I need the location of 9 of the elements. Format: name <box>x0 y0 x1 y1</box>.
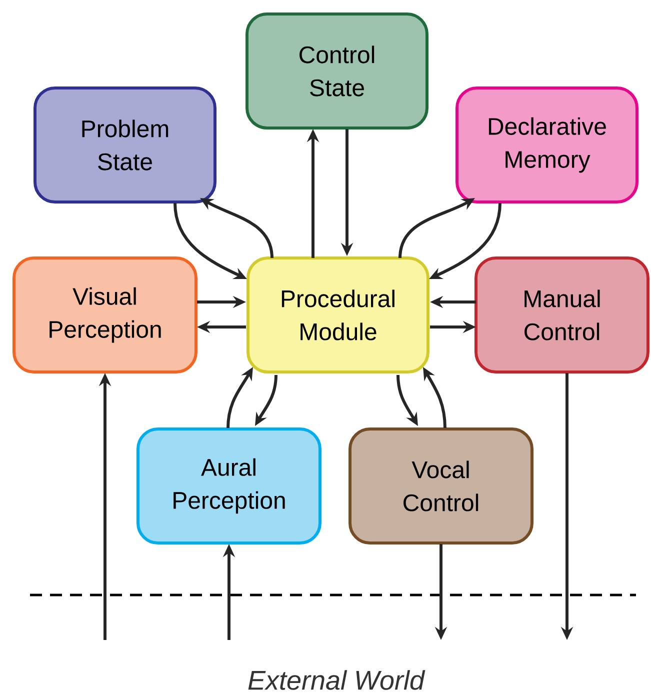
process-box: Declarative Memory <box>456 86 638 204</box>
process-box: Vocal Control <box>348 428 534 544</box>
process-box: Manual Control <box>474 256 650 374</box>
process-box: Problem State <box>34 86 216 204</box>
process-box: Aural Perception <box>136 428 322 544</box>
process-box: Control State <box>246 12 428 130</box>
process-box: Visual Perception <box>12 256 198 374</box>
region-label: External World <box>248 670 426 690</box>
process-box: Procedural Module <box>246 256 430 374</box>
